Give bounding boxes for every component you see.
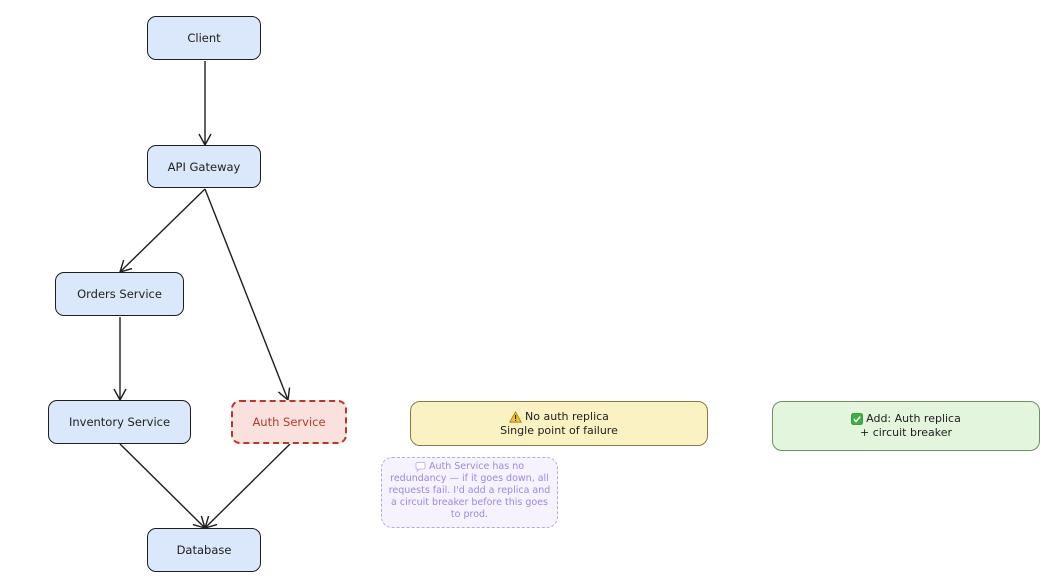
fix-callout[interactable]: Add: Auth replica + circuit breaker bbox=[772, 401, 1040, 451]
node-auth-service[interactable]: Auth Service bbox=[231, 400, 347, 444]
note-line-5: to prod. bbox=[450, 509, 489, 520]
note-line-2: redundancy — if it goes down, all bbox=[390, 473, 549, 484]
warning-line-2: Single point of failure bbox=[500, 423, 618, 437]
warning-callout-title-row: No auth replica bbox=[509, 410, 609, 424]
node-orders-service[interactable]: Orders Service bbox=[55, 272, 184, 316]
edge-gateway-to-auth bbox=[204, 188, 291, 402]
node-inventory-service[interactable]: Inventory Service bbox=[48, 400, 191, 444]
node-client[interactable]: Client bbox=[147, 16, 261, 60]
warning-icon bbox=[509, 410, 523, 423]
speech-bubble-icon bbox=[415, 462, 426, 472]
edge-inventory-to-database bbox=[119, 443, 207, 530]
edge-gateway-to-orders bbox=[118, 188, 206, 274]
note-line-1: Auth Service has no bbox=[428, 461, 525, 472]
fix-line-1: Add: Auth replica bbox=[866, 412, 961, 425]
note-line-4: a circuit breaker before this goes bbox=[391, 497, 548, 508]
note-line-1-row: Auth Service has no bbox=[386, 461, 553, 473]
note-line-3: requests fail. I'd add a replica and bbox=[388, 485, 551, 496]
warning-line-1: No auth replica bbox=[525, 409, 609, 423]
node-api-gateway[interactable]: API Gateway bbox=[147, 145, 261, 188]
warning-callout[interactable]: No auth replica Single point of failure bbox=[410, 401, 708, 446]
comment-note[interactable]: Auth Service has no redundancy — if it g… bbox=[381, 457, 558, 528]
check-icon bbox=[851, 413, 864, 425]
node-database[interactable]: Database bbox=[147, 528, 261, 572]
edge-auth-to-database bbox=[203, 443, 291, 530]
fix-line-2: + circuit breaker bbox=[859, 426, 953, 439]
fix-callout-title-row: Add: Auth replica bbox=[851, 412, 961, 426]
